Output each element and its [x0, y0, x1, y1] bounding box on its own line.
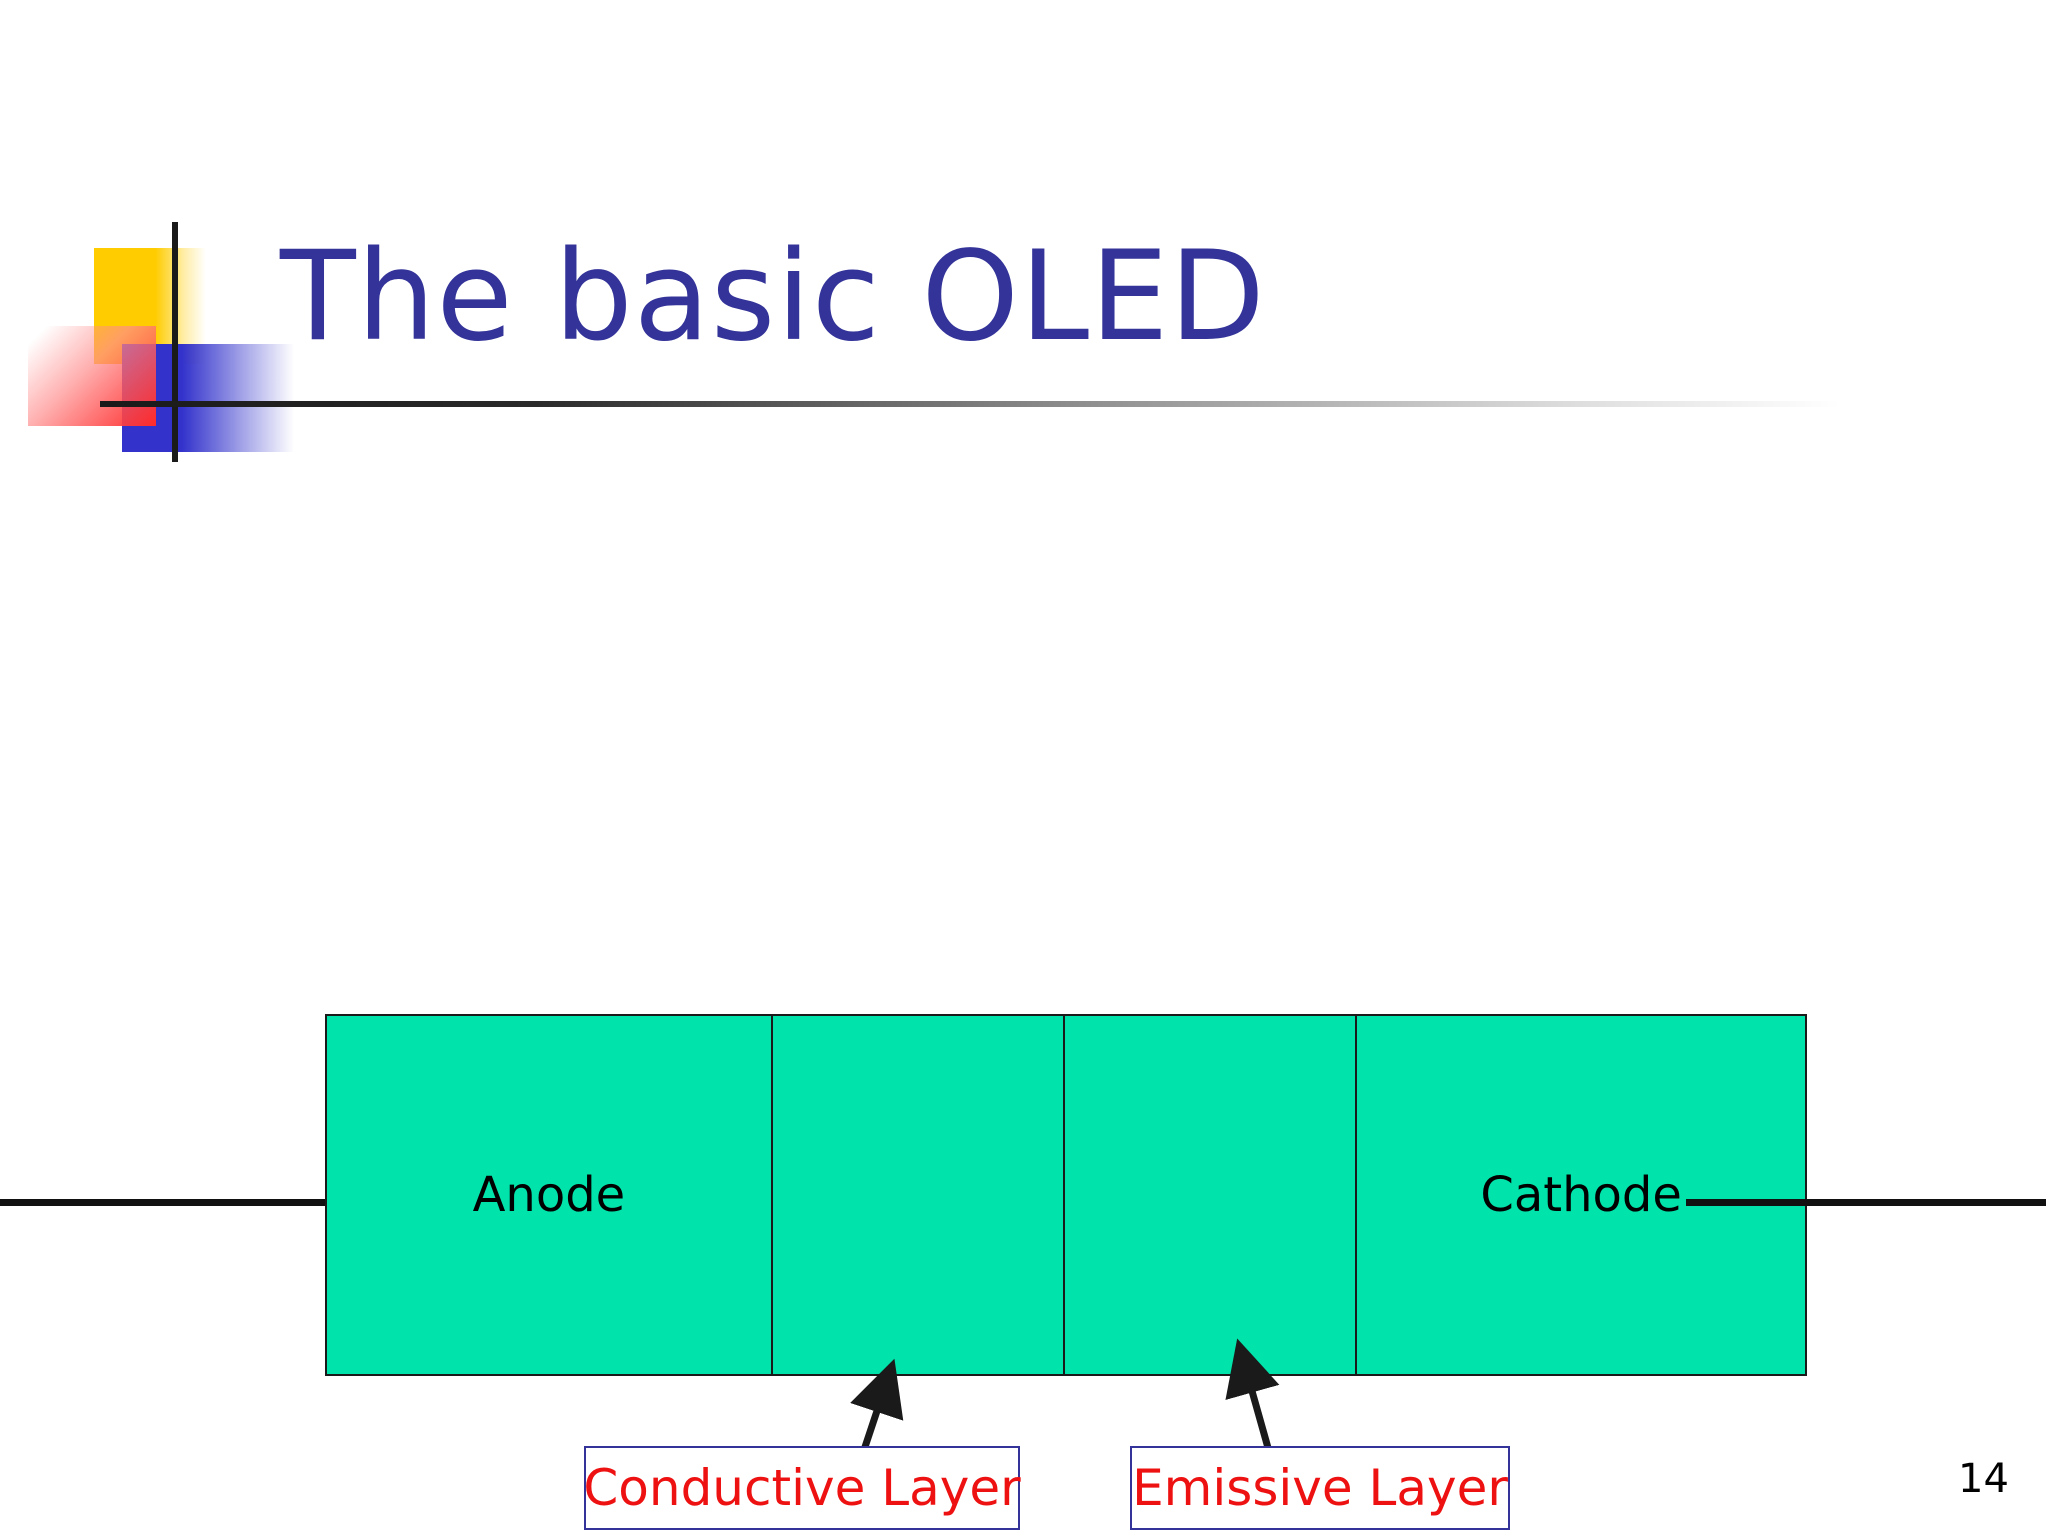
title-decoration-vertical-line [172, 222, 178, 462]
anode-wire [0, 1199, 360, 1206]
page-number: 14 [1958, 1456, 2009, 1502]
slide-title: The basic OLED [280, 225, 1266, 369]
oled-layer-stack: Anode Cathode [325, 1014, 1807, 1376]
cathode-label: Cathode [1480, 1167, 1682, 1223]
cathode-wire [1686, 1199, 2046, 1206]
title-decoration-red-square [28, 326, 156, 426]
conductive-layer [773, 1016, 1066, 1374]
anode-label: Anode [472, 1167, 626, 1223]
cathode-layer: Cathode [1357, 1016, 1805, 1374]
emissive-layer [1065, 1016, 1358, 1374]
conductive-layer-callout: Conductive Layer [583, 1446, 1021, 1530]
anode-layer: Anode [327, 1016, 773, 1374]
emissive-layer-callout: Emissive Layer [1130, 1446, 1510, 1530]
title-underline-rule [100, 401, 1840, 407]
